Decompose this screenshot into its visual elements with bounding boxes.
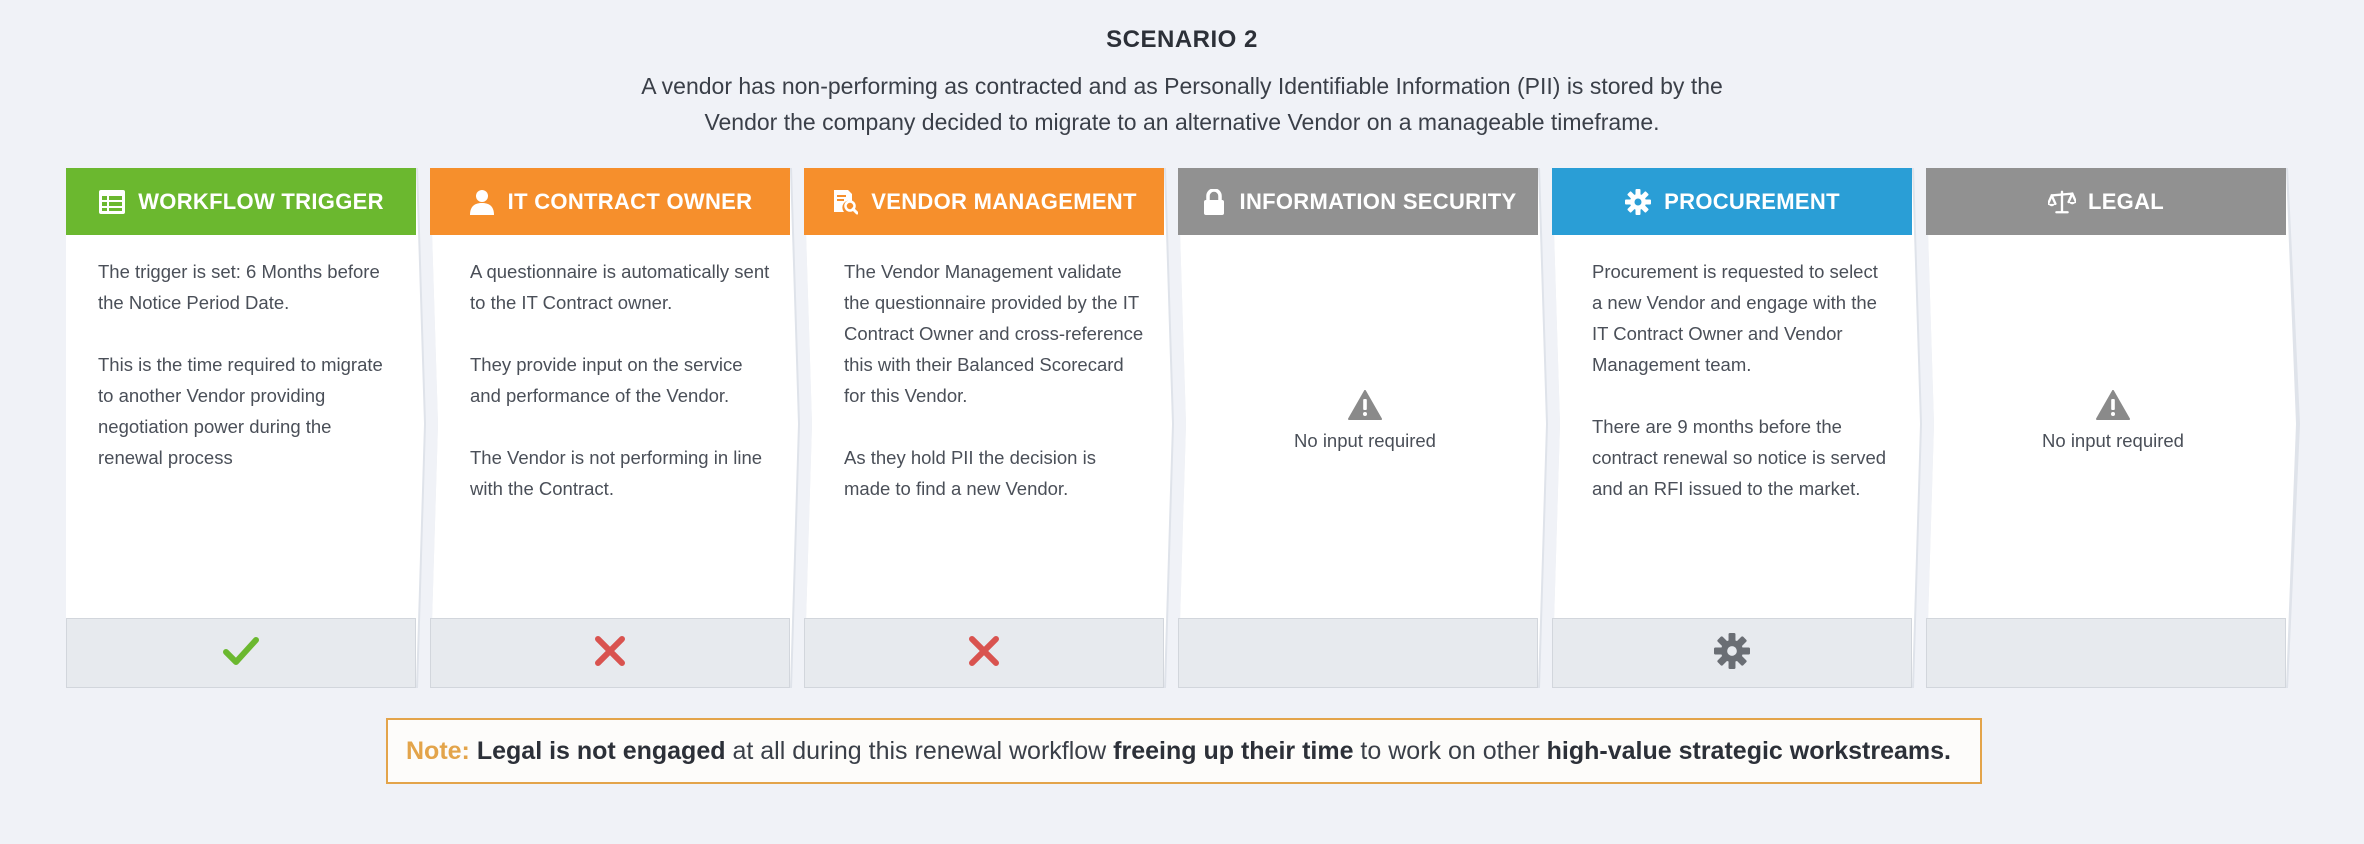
- card-title: INFORMATION SECURITY: [1239, 188, 1517, 214]
- card-header: VENDOR MANAGEMENT: [804, 168, 1164, 235]
- gear-icon: [1624, 188, 1652, 216]
- card-paragraph: They provide input on the service and pe…: [470, 354, 743, 406]
- card-workflow-trigger: WORKFLOW TRIGGER The trigger is set: 6 M…: [66, 168, 426, 688]
- note-label: Note:: [406, 736, 470, 765]
- card-title: VENDOR MANAGEMENT: [871, 188, 1137, 214]
- card-paragraph: The trigger is set: 6 Months before the …: [98, 261, 380, 313]
- card-body: A questionnaire is automatically sent to…: [470, 256, 770, 504]
- card-paragraph: The Vendor is not performing in line wit…: [470, 447, 763, 499]
- lock-icon: [1200, 188, 1228, 216]
- card-title: IT CONTRACT OWNER: [507, 188, 753, 214]
- card-it-contract-owner: IT CONTRACT OWNER A questionnaire is aut…: [430, 168, 800, 688]
- card-paragraph: This is the time required to migrate to …: [98, 354, 383, 468]
- note-bold-3: high-value strategic workstreams.: [1546, 736, 1951, 765]
- card-header: INFORMATION SECURITY: [1178, 168, 1538, 235]
- table-icon: [98, 188, 126, 216]
- gear-icon: [1714, 632, 1750, 674]
- card-paragraph: Procurement is requested to select a new…: [1592, 261, 1878, 375]
- card-body: The Vendor Management validate the quest…: [844, 256, 1144, 504]
- scenario-header: SCENARIO 2 A vendor has non-performing a…: [0, 26, 2364, 140]
- document-search-icon: [831, 188, 859, 216]
- workflow-cards: WORKFLOW TRIGGER The trigger is set: 6 M…: [66, 168, 2300, 688]
- check-icon: [223, 636, 259, 671]
- card-procurement: PROCUREMENT Procurement is requested to …: [1552, 168, 1922, 688]
- card-title: PROCUREMENT: [1664, 188, 1840, 214]
- no-input-message: No input required: [1178, 390, 1552, 452]
- card-status-footer: [804, 618, 1164, 688]
- warning-icon: [2096, 390, 2130, 420]
- card-paragraph: The Vendor Management validate the quest…: [844, 261, 1144, 406]
- card-header: WORKFLOW TRIGGER: [66, 168, 416, 235]
- card-status-footer: [1552, 618, 1912, 688]
- card-information-security: INFORMATION SECURITY No input required: [1178, 168, 1548, 688]
- card-title: LEGAL: [2087, 188, 2165, 214]
- card-status-footer: [430, 618, 790, 688]
- note-bold-1: Legal is not engaged: [476, 736, 726, 765]
- no-input-message: No input required: [1926, 390, 2300, 452]
- warning-icon: [1348, 390, 1382, 420]
- card-status-footer: [1926, 618, 2286, 688]
- card-legal: LEGAL No input required: [1926, 168, 2300, 688]
- note-bold-2: freeing up their time: [1113, 736, 1354, 765]
- note-text-2: to work on other: [1353, 736, 1547, 765]
- no-input-text: No input required: [2042, 430, 2184, 451]
- card-body: The trigger is set: 6 Months before the …: [98, 256, 398, 473]
- user-icon: [468, 188, 496, 216]
- card-paragraph: There are 9 months before the contract r…: [1592, 416, 1887, 499]
- cross-icon: [593, 634, 627, 673]
- cross-icon: [967, 634, 1001, 673]
- card-status-footer: [1178, 618, 1538, 688]
- card-paragraph: A questionnaire is automatically sent to…: [470, 261, 770, 313]
- card-body: Procurement is requested to select a new…: [1592, 256, 1892, 504]
- card-vendor-management: VENDOR MANAGEMENT The Vendor Management …: [804, 168, 1174, 688]
- scales-icon: [2047, 188, 2076, 216]
- note-box: Note: Legal is not engaged at all during…: [386, 718, 1982, 784]
- card-title: WORKFLOW TRIGGER: [138, 188, 384, 214]
- scenario-title: SCENARIO 2: [1106, 26, 1258, 53]
- no-input-text: No input required: [1294, 430, 1436, 451]
- card-header: IT CONTRACT OWNER: [430, 168, 790, 235]
- card-status-footer: [66, 618, 416, 688]
- scenario-description: A vendor has non-performing as contracte…: [641, 73, 1723, 135]
- card-header: PROCUREMENT: [1552, 168, 1912, 235]
- card-paragraph: As they hold PII the decision is made to…: [844, 447, 1096, 499]
- note-text-1: at all during this renewal workflow: [725, 736, 1114, 765]
- card-header: LEGAL: [1926, 168, 2286, 235]
